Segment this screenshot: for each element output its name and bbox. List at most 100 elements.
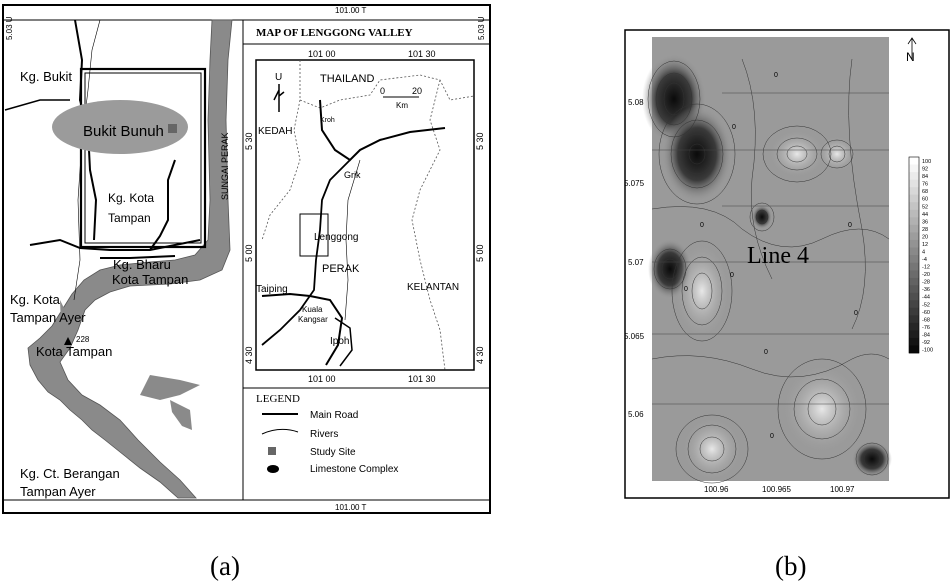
colorbar-swatch [909,239,919,248]
colorbar-swatch [909,330,919,339]
contour-label: 0 [774,72,778,79]
legend-limestone: Limestone Complex [310,464,398,475]
y-tick-5070: 5.07 [628,258,644,267]
colorbar-swatch [909,187,919,195]
colorbar-swatch [909,285,919,293]
border-kelantan [411,79,446,371]
scale-twenty: 20 [412,86,422,96]
label-kg-kota-tampan-ayer-1: Kg. Kota [10,292,61,307]
inset-lat-3-left: 4 30 [244,346,254,364]
bukit-bunuh-area [52,100,188,154]
north-arrow-icon [273,84,285,112]
colorbar-label: -68 [922,317,930,323]
inset-lat-3-right: 4 30 [475,346,485,364]
inset-lat-1-right: 5 30 [475,132,485,150]
colorbar-swatch [909,307,919,316]
colorbar-swatch [909,337,919,346]
anomaly-light-2 [769,130,825,178]
north-label: N [906,50,915,64]
colorbar-label: -28 [922,280,930,286]
inset-road-ipoh [334,317,353,367]
inset-label-grik: Grik [344,170,361,180]
inset-road-north [319,99,446,162]
inset-lon-bot-2: 101 30 [408,374,436,384]
inset-road-south [261,159,351,346]
left-coord-label: 5.03 U [5,16,14,40]
inset-title: MAP OF LENGGONG VALLEY [256,27,413,39]
inset-lat-1-left: 5 30 [244,132,254,150]
label-kg-bukit: Kg. Bukit [20,69,72,84]
colorbar-label: -4 [922,257,927,263]
inset-label-ipoh: Ipoh [330,336,349,347]
inset-label-thailand: THAILAND [320,73,374,85]
colorbar-label: 60 [922,197,928,203]
label-elevation: 228 [76,335,90,344]
y-tick-5065: 5.065 [624,332,645,341]
colorbar-label: -100 [922,347,933,353]
contour-label: 0 [770,433,774,440]
colorbar-swatch [909,164,919,173]
main-road-4 [100,255,176,259]
colorbar-label: 20 [922,234,928,240]
inset-map-frame [255,59,475,371]
caption-b: (b) [775,551,807,581]
colorbar-swatch [909,262,919,271]
colorbar-label: 28 [922,227,928,233]
colorbar-swatch [909,270,919,278]
colorbar-label: -20 [922,272,930,278]
inset-study-box [299,213,329,257]
legend-main-road: Main Road [310,410,358,421]
anomaly-dark-5 [852,441,892,477]
colorbar-label: 4 [922,249,925,255]
colorbar-label: -84 [922,332,930,338]
river-branch-2 [170,400,192,430]
label-kg-bharu-1: Kg. Bharu [113,257,171,272]
contour-plot: 5.08 5.075 5.07 5.065 5.06 100.96 100.96… [624,29,950,499]
label-kg-ct-berangan-2: Tampan Ayer [20,484,96,499]
colorbar-label: -92 [922,340,930,346]
main-road-5 [4,99,70,111]
inset-label-kedah: KEDAH [258,126,292,137]
colorbar-label: 44 [922,212,928,218]
colorbar-swatch [909,315,919,324]
study-area-box [79,67,207,249]
y-tick-5080: 5.08 [628,98,644,107]
colorbar-label: -44 [922,295,930,301]
anomaly-dark-2 [662,106,732,202]
inset-lon-top-2: 101 30 [408,49,436,59]
inset-lon-top-1: 101 00 [308,49,336,59]
main-road-2 [149,159,176,251]
caption-a: (a) [210,551,240,581]
contour-label: 0 [684,286,688,293]
colorbar-label: -36 [922,287,930,293]
colorbar-swatch [909,232,919,241]
colorbar-label: 92 [922,167,928,173]
legend-rivers: Rivers [310,429,338,440]
peak-triangle-icon [64,337,72,345]
colorbar-swatch [909,224,919,233]
x-tick-100970: 100.97 [830,485,855,494]
legend-limestone-icon [267,465,279,473]
y-tick-5075: 5.075 [624,179,645,188]
inset-label-kuala: Kuala [302,305,323,314]
contour-label: 0 [730,272,734,279]
colorbar-swatch [909,322,919,331]
colorbar-label: 100 [922,159,931,165]
inset-north-label: U [275,72,282,83]
anomaly-dark-4 [752,205,772,229]
label-kg-ct-berangan-1: Kg. Ct. Berangan [20,466,120,481]
colorbar-swatch [909,217,919,226]
legend-title: LEGEND [256,393,300,405]
river-branch [140,375,200,400]
inset-label-perak: PERAK [322,263,360,275]
inset-label-kelantan: KELANTAN [407,282,459,293]
inset-label-lenggong: Lenggong [314,232,359,243]
label-kg-kota-tampan-ayer-2: Tampan Ayer [10,310,86,325]
colorbar: 10092847668605244362820124-4-12-20-28-36… [908,156,933,353]
inset-label-kroh: Kroh [320,117,335,124]
inset-lat-2-right: 5 00 [475,244,485,262]
x-tick-100965: 100.965 [762,485,791,494]
colorbar-swatch [909,209,919,218]
study-area-box-inner [84,72,202,244]
colorbar-swatch [909,194,919,203]
